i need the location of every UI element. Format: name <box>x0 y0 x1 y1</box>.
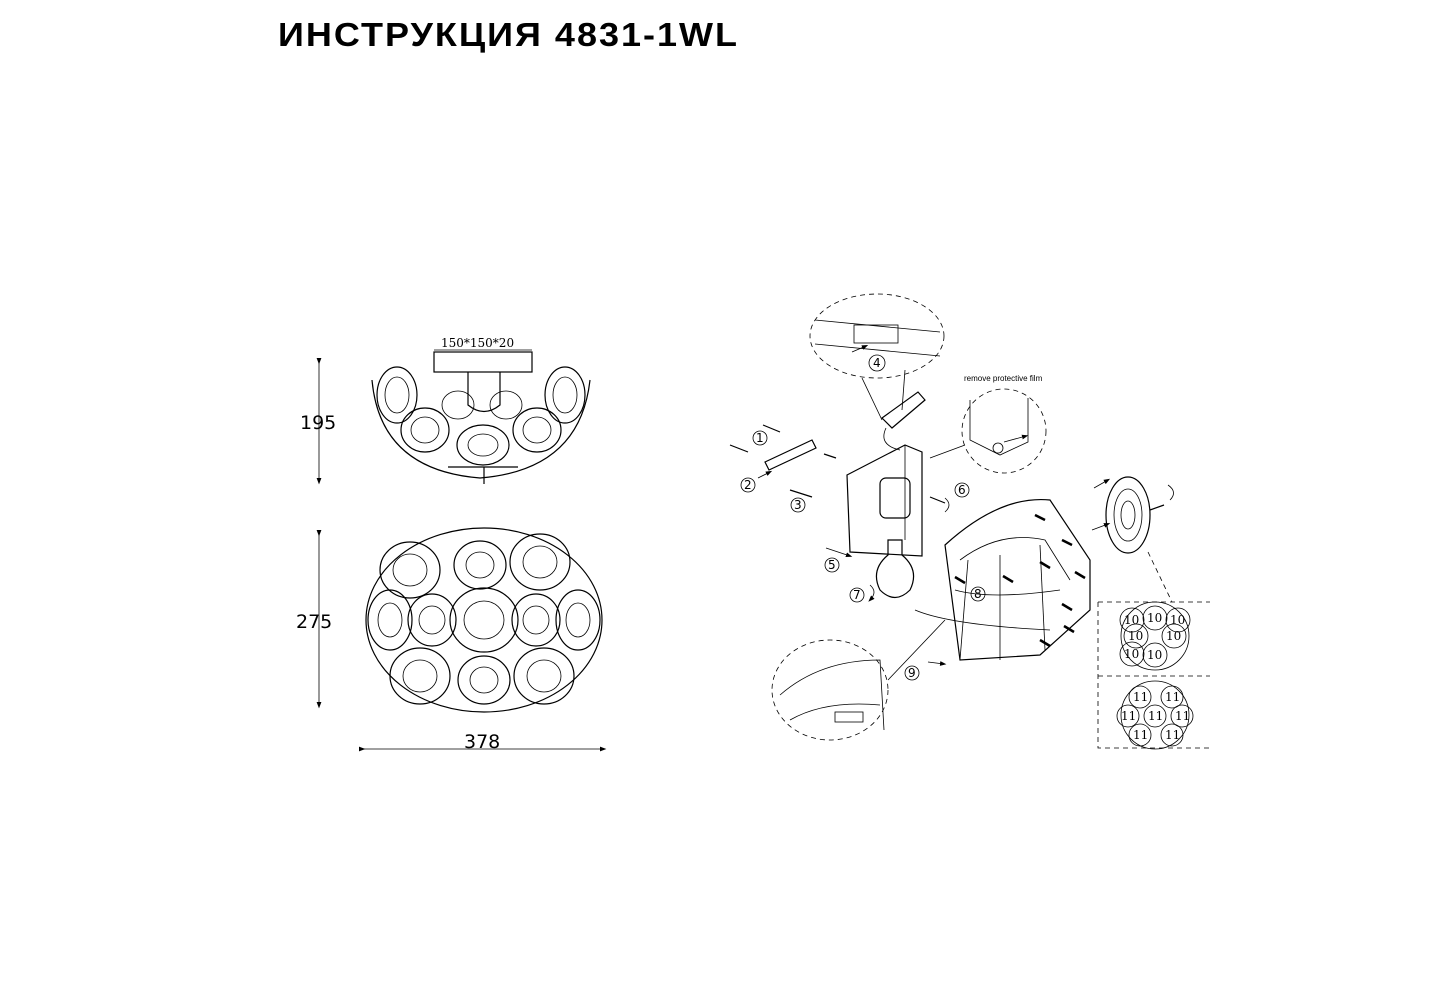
detail-label-11: 11 <box>1121 709 1136 723</box>
step-8-label: 8 <box>974 587 982 601</box>
step-4-label: 4 <box>873 356 881 370</box>
page-title: ИНСТРУКЦИЯ 4831-1WL <box>278 15 739 54</box>
front-view-drawing: 275 378 <box>296 527 607 753</box>
side-view-drawing: 150*150*20 195 <box>300 336 591 485</box>
detail-upper-discs: 10 10 10 10 10 10 10 <box>1119 601 1191 671</box>
step-5-label: 5 <box>828 558 836 572</box>
detail-lower-discs: 11 11 11 11 11 11 11 <box>1116 680 1194 750</box>
step-1-label: 1 <box>756 431 764 445</box>
detail-label-11: 11 <box>1148 709 1163 723</box>
detail-label-11: 11 <box>1133 728 1148 742</box>
step-7-label: 7 <box>853 588 861 602</box>
detail-label-10: 10 <box>1166 629 1181 643</box>
detail-label-11: 11 <box>1133 690 1148 704</box>
assembly-drawing: 4 remove protective film 1 2 3 5 <box>729 293 1210 750</box>
detail-label-10: 10 <box>1124 613 1139 627</box>
detail-label-10: 10 <box>1124 647 1139 661</box>
detail-label-10: 10 <box>1128 629 1143 643</box>
detail-label-11: 11 <box>1175 709 1190 723</box>
detail-label-10: 10 <box>1147 611 1162 625</box>
step-9-label: 9 <box>908 666 916 680</box>
plate-dimension-label: 150*150*20 <box>441 336 514 350</box>
step-6-label: 6 <box>958 483 966 497</box>
height-side-label: 195 <box>300 412 336 434</box>
width-label: 378 <box>464 731 500 753</box>
detail-label-11: 11 <box>1165 728 1180 742</box>
detail-label-10: 10 <box>1170 613 1185 627</box>
protective-film-note: remove protective film <box>964 374 1043 383</box>
step-3-label: 3 <box>794 498 802 512</box>
height-front-label: 275 <box>296 611 332 633</box>
detail-label-10: 10 <box>1147 648 1162 662</box>
detail-label-11: 11 <box>1165 690 1180 704</box>
step-2-label: 2 <box>744 478 752 492</box>
